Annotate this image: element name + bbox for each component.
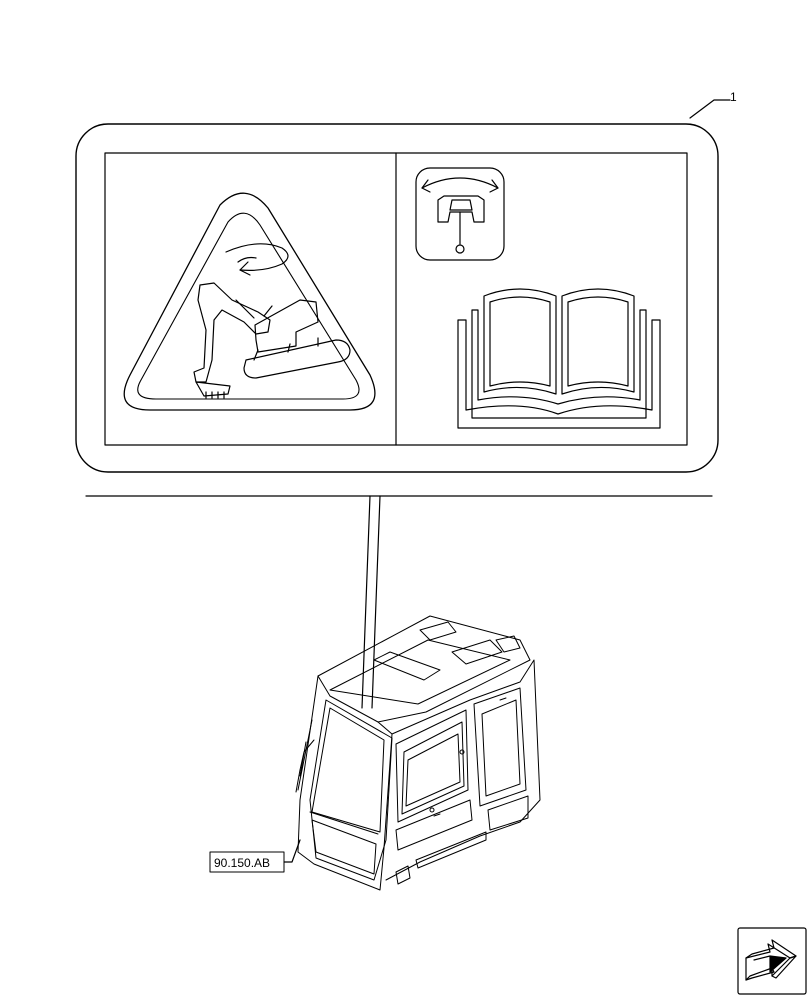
next-page-arrow-icon[interactable]	[737, 927, 807, 995]
decal-leader-line	[361, 495, 381, 709]
operator-manual-icon	[457, 288, 661, 429]
decal-outer-border	[75, 123, 719, 473]
reference-label: 90.150.AB	[214, 856, 270, 870]
swing-lock-icon	[415, 167, 505, 261]
decal-label	[75, 123, 719, 473]
reference-leader-line	[283, 839, 301, 863]
reference-label-group: 90.150.AB	[209, 839, 301, 873]
cab-assembly-icon	[295, 615, 541, 891]
callout-number: 1	[730, 90, 737, 104]
callout-1: 1	[689, 90, 737, 119]
callout-leader-line	[689, 99, 731, 119]
rollover-warning-icon	[123, 192, 376, 411]
